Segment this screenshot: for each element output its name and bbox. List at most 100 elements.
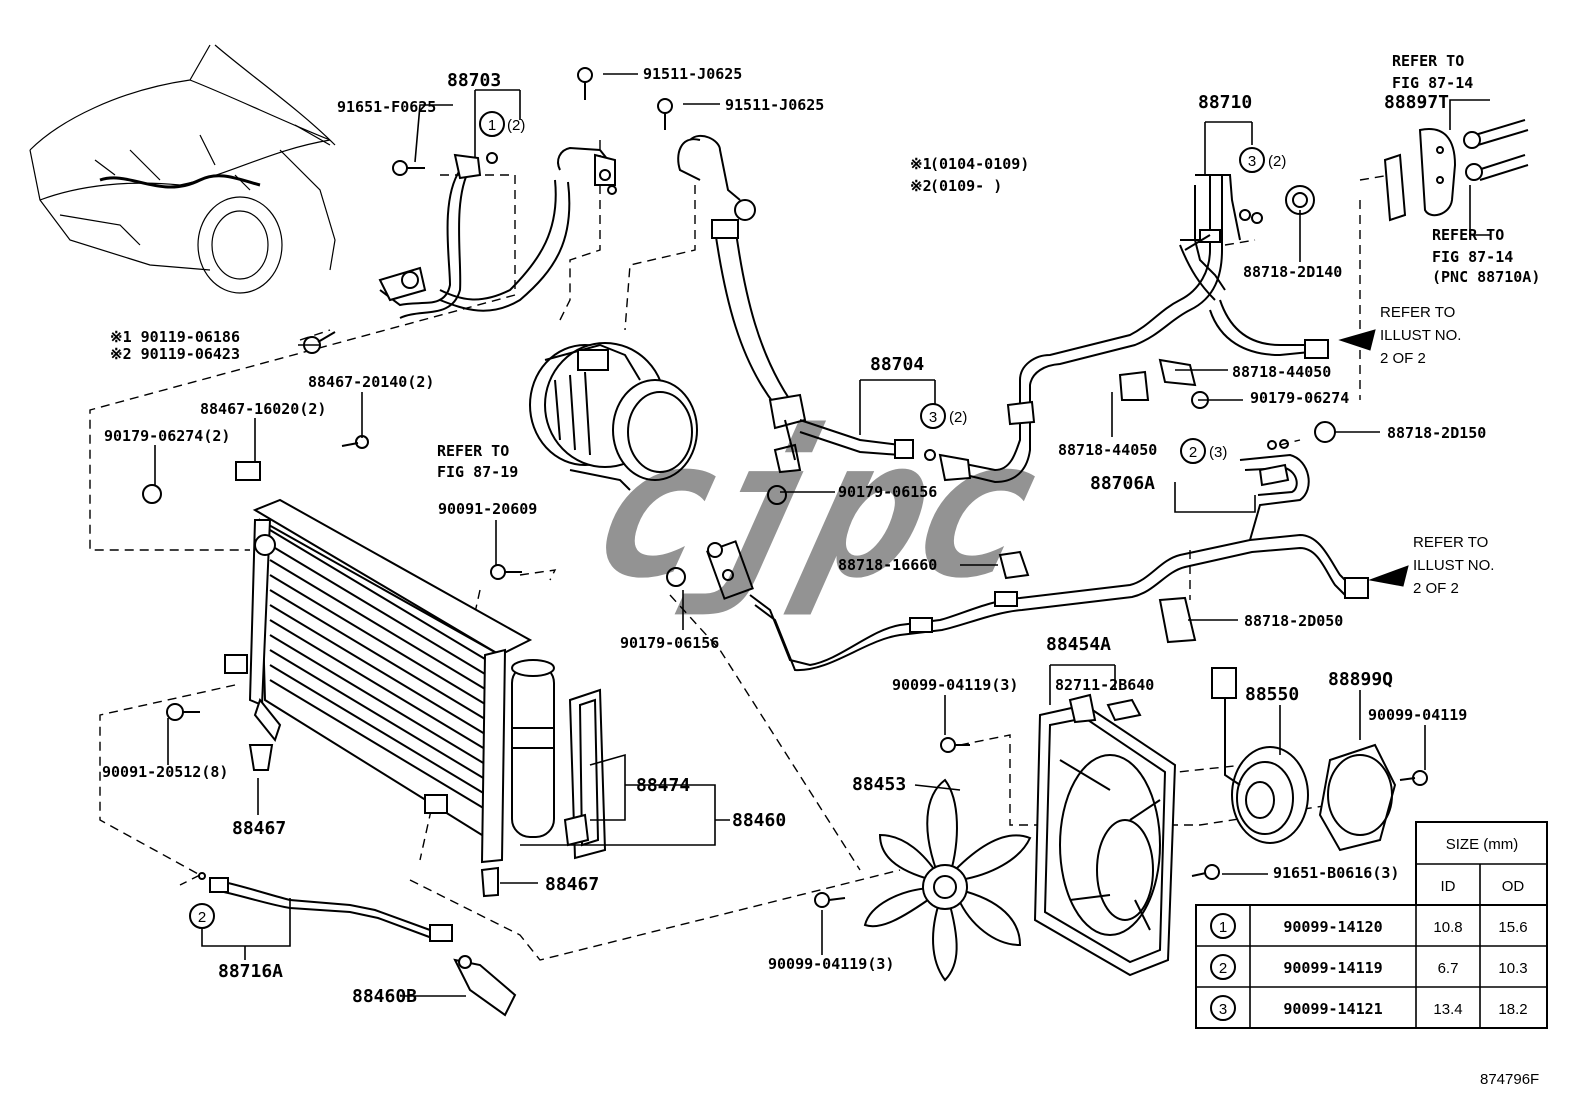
refer-illust-bottom: REFER TO ILLUST NO. 2 OF 2	[1413, 534, 1494, 597]
label-90179-06274: 90179-06274	[1250, 389, 1349, 407]
label-88718-2d140: 88718-2D140	[1243, 263, 1342, 281]
note-1-range: (0104-0109)	[930, 155, 1029, 173]
refer-fig-87-19: REFER TO FIG 87-19	[437, 442, 518, 481]
pipe-88706A	[706, 453, 1369, 672]
refer-fig-87-14-right: REFER TO FIG 87-14 (PNC 88710A)	[1432, 226, 1540, 286]
pipe-88710	[938, 174, 1329, 484]
shroud-88454A	[1033, 693, 1177, 977]
watermark-logo: cjpc	[573, 399, 1055, 621]
label-88710: 88710	[1198, 92, 1252, 113]
ring-callout-2-88706A: 2 (3)	[1180, 438, 1227, 464]
label-88467-20140: 88467-20140(2)	[308, 373, 434, 391]
compressor	[529, 342, 698, 491]
note-2-range: (0109- )	[930, 177, 1002, 195]
svg-text:ILLUST NO.: ILLUST NO.	[1380, 327, 1461, 344]
label-88460: 88460	[732, 810, 786, 831]
label-91511-j0625-b: 91511-J0625	[725, 96, 824, 114]
hose-88703	[378, 153, 482, 319]
ring-qty: (2)	[507, 117, 525, 134]
label-88467-a: 88467	[232, 818, 286, 839]
label-90119-06186: ※1 90119-06186	[110, 328, 240, 346]
condenser	[224, 498, 533, 864]
svg-text:6.7: 6.7	[1438, 960, 1459, 977]
label-88453: 88453	[852, 774, 906, 795]
ring-callout-1-top: 1 (2)	[479, 111, 525, 137]
ring-callout-3-88710: 3 (2)	[1239, 147, 1286, 173]
label-91511-j0625-a: 91511-J0625	[643, 65, 742, 83]
svg-text:3: 3	[929, 409, 937, 426]
label-88704: 88704	[870, 354, 924, 375]
svg-text:FIG 87-14: FIG 87-14	[1432, 248, 1513, 266]
svg-text:3: 3	[1219, 1001, 1227, 1018]
label-88899q: 88899Q	[1328, 669, 1393, 690]
svg-text:2 OF 2: 2 OF 2	[1380, 350, 1426, 367]
col-id: ID	[1441, 878, 1456, 895]
svg-text:1: 1	[1219, 919, 1227, 936]
col-od: OD	[1502, 878, 1525, 895]
ring-qty: (3)	[1209, 444, 1227, 461]
svg-text:13.4: 13.4	[1433, 1001, 1462, 1018]
svg-text:REFER TO: REFER TO	[1432, 226, 1504, 244]
figure-id: 874796F	[1480, 1071, 1539, 1088]
ring-qty: (2)	[1268, 153, 1286, 170]
size-row-1: 1 90099-14120 10.8 15.6	[1210, 913, 1528, 939]
label-88550: 88550	[1245, 684, 1299, 705]
label-88716a: 88716A	[218, 961, 283, 982]
vehicle-sketch	[29, 44, 336, 294]
label-90179-06274-2: 90179-06274(2)	[104, 427, 230, 445]
label-88467-16020: 88467-16020(2)	[200, 400, 326, 418]
svg-text:2: 2	[1189, 444, 1197, 461]
fan-88453	[863, 778, 1032, 982]
leader-lines	[154, 73, 1490, 997]
svg-text:REFER TO: REFER TO	[1380, 304, 1455, 321]
svg-text:2 OF 2: 2 OF 2	[1413, 580, 1459, 597]
label-91651-b0616: 91651-B0616(3)	[1273, 864, 1399, 882]
hose-88704-top	[439, 146, 617, 312]
label-88460b: 88460B	[352, 986, 417, 1007]
label-90179-06156-b: 90179-06156	[838, 483, 937, 501]
svg-text:REFER TO: REFER TO	[1413, 534, 1488, 551]
svg-text:REFER TO: REFER TO	[1392, 52, 1464, 70]
svg-text:90099-14120: 90099-14120	[1283, 918, 1382, 936]
note-1: ※1	[910, 155, 932, 173]
label-88718-16660: 88718-16660	[838, 556, 937, 574]
label-88703: 88703	[447, 70, 501, 91]
ring-qty: (2)	[949, 409, 967, 426]
ring-callout-2-88716A: 2	[189, 903, 215, 929]
label-88718-2d150: 88718-2D150	[1387, 424, 1486, 442]
svg-text:(PNC 88710A): (PNC 88710A)	[1432, 268, 1540, 286]
svg-text:2: 2	[1219, 960, 1227, 977]
size-row-3: 3 90099-14121 13.4 18.2	[1210, 995, 1528, 1021]
label-82711-2b640: 82711-2B640	[1055, 676, 1154, 694]
part-labels: 88703 91651-F0625 91511-J0625 91511-J062…	[102, 65, 1486, 1007]
label-91651-f0625: 91651-F0625	[337, 98, 436, 116]
label-90099-04119-3-a: 90099-04119(3)	[892, 676, 1018, 694]
label-88474: 88474	[636, 775, 690, 796]
label-88718-2d050: 88718-2D050	[1244, 612, 1343, 630]
label-90091-20512: 90091-20512(8)	[102, 763, 228, 781]
svg-text:2: 2	[198, 909, 206, 926]
label-90099-04119: 90099-04119	[1368, 706, 1467, 724]
label-88454a: 88454A	[1046, 634, 1111, 655]
label-90119-06423: ※2 90119-06423	[110, 345, 240, 363]
svg-text:90099-14121: 90099-14121	[1283, 1000, 1382, 1018]
svg-text:ILLUST NO.: ILLUST NO.	[1413, 557, 1494, 574]
svg-text:90099-14119: 90099-14119	[1283, 959, 1382, 977]
svg-text:1: 1	[488, 117, 496, 134]
svg-text:10.3: 10.3	[1498, 960, 1527, 977]
label-88467-b: 88467	[545, 874, 599, 895]
label-88706a: 88706A	[1090, 473, 1155, 494]
label-90099-04119-3-b: 90099-04119(3)	[768, 955, 894, 973]
refer-fig-87-14-top: REFER TO FIG 87-14	[1392, 52, 1473, 92]
svg-text:REFER TO: REFER TO	[437, 442, 509, 460]
size-header: SIZE (mm)	[1446, 836, 1519, 853]
hose-88704-main	[677, 134, 914, 474]
size-table: SIZE (mm) ID OD 1 90099-14120 10.8 15.6 …	[1195, 821, 1548, 1029]
size-row-2: 2 90099-14119 6.7 10.3	[1210, 954, 1528, 980]
svg-text:cjpc: cjpc	[573, 399, 1055, 621]
label-88718-44050-b: 88718-44050	[1058, 441, 1157, 459]
svg-text:FIG 87-14: FIG 87-14	[1392, 74, 1473, 92]
note-2: ※2	[910, 177, 932, 195]
